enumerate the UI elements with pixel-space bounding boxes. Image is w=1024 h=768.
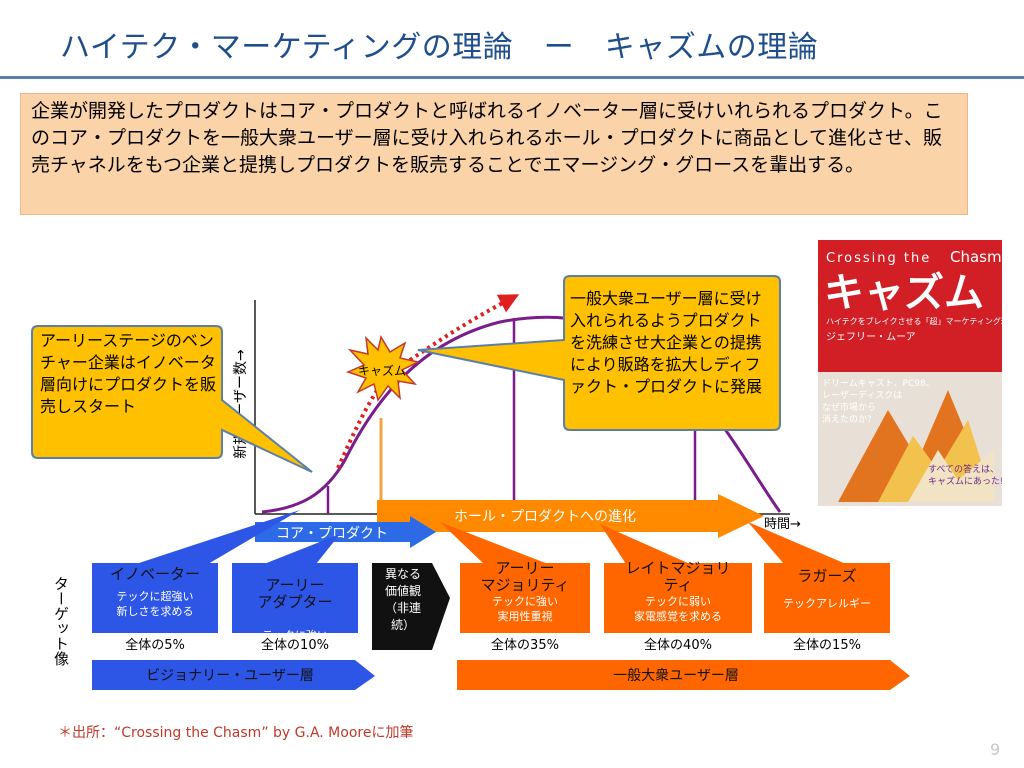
mass-label: 一般大衆ユーザー層: [613, 668, 739, 684]
whole-product-arrow: [377, 494, 764, 538]
book-tagline4: 消えたのか?: [822, 413, 872, 425]
connector-innovators: [136, 510, 300, 564]
page-title: ハイテク・マーケティングの理論 ー キャズムの理論: [60, 30, 819, 65]
book-tagline5: すべての答えは、: [928, 463, 999, 475]
book-line2: Chasm: [950, 248, 1002, 266]
share-laggards: 全体の15%: [793, 638, 861, 653]
book-tagline2: レーザーディスクは: [822, 389, 902, 401]
whole-product-label: ホール・プロダクトへの進化: [454, 509, 636, 525]
share-early-adopters: 全体の10%: [261, 638, 329, 653]
core-product-label: コア・プロダクト: [276, 526, 388, 542]
stage-innovators: イノベーター テックに超強い 新しさを求める: [92, 566, 218, 619]
stage-name: イノベーター: [109, 565, 200, 583]
title-rule: [0, 76, 1024, 79]
share-innovators: 全体の5%: [125, 638, 185, 653]
core-product-arrow: [255, 516, 436, 548]
share-late-majority: 全体の40%: [644, 638, 712, 653]
stage-box-early-majority: [460, 563, 590, 633]
callout-right-shape: [417, 275, 781, 431]
stage-laggards: ラガーズ テックアレルギー: [764, 568, 890, 612]
connector-laggards: [748, 522, 846, 564]
stage-name: アーリー マジョリティ: [480, 559, 570, 594]
stage-name: ラガーズ: [797, 567, 857, 585]
book-line1: Crossing the: [826, 251, 931, 266]
stage-box-late-majority: [604, 563, 752, 633]
connector-early-adopters: [264, 534, 340, 564]
book-cover-graphic: Crossing the Chasm キャズム ハイテクをブレイクさせる「超」マ…: [818, 240, 1017, 506]
book-tagline6: キャズムにあった!: [928, 475, 1002, 487]
gap-box-text: 異なる 価値観 （非連 続）: [384, 567, 421, 632]
stage-desc: テックに強い 変革を求める: [262, 629, 328, 657]
intro-box: 企業が開発したプロダクトはコア・プロダクトと呼ばれるイノベーター層に受けいれられ…: [20, 93, 968, 215]
callout-right-text: 一般大衆ユーザー層に受け入れられるようプロダクトを洗練させ大企業との提携により販…: [570, 289, 763, 396]
book-title: キャズム: [824, 270, 984, 316]
book-cover-image: Crossing the Chasm キャズム ハイテクをブレイクさせる「超」マ…: [818, 240, 1017, 506]
target-label: ターゲット像: [52, 576, 70, 666]
visionary-label: ビジョナリー・ユーザー層: [146, 668, 314, 684]
mass-arrow: [457, 660, 910, 690]
stage-name: アーリー アダプター: [257, 576, 333, 611]
stage-desc: テックに弱い 家電感覚を求める: [634, 595, 722, 623]
chasm-starburst: [345, 335, 421, 402]
visionary-arrow: [92, 660, 375, 690]
callout-left-text: アーリーステージのベンチャー企業はイノベータ層向けにプロダクトを販売しスタート: [40, 331, 217, 416]
callout-left-shape: [31, 325, 313, 473]
connector-early-majority: [440, 522, 548, 564]
book-author: ジェフリー・ムーア: [826, 331, 916, 343]
stage-box-innovators: [92, 563, 218, 633]
page-number: 9: [990, 740, 1001, 759]
stage-name: レイトマジョリ ティ: [625, 559, 731, 594]
stage-early-majority: アーリー マジョリティ テックに強い 実用性重視: [460, 560, 590, 624]
stage-box-early-adopters: [232, 563, 358, 633]
stage-desc: テックアレルギー: [783, 597, 871, 610]
source-footnote: ＊出所：“Crossing the Chasm” by G.A. Mooreに加…: [58, 725, 414, 741]
share-early-majority: 全体の35%: [491, 638, 559, 653]
chasm-label: キャズム: [358, 363, 406, 378]
stage-late-majority: レイトマジョリ ティ テックに弱い 家電感覚を求める: [604, 560, 752, 624]
stage-box-laggards: [764, 563, 890, 633]
gap-box: [372, 563, 450, 650]
stage-early-adopters: アーリー アダプター テックに強い 変革を求める: [232, 560, 358, 675]
book-subtitle: ハイテクをブレイクさせる「超」マーケティング理論: [826, 316, 1002, 326]
connector-late-majority: [600, 524, 690, 564]
book-tagline1: ドリームキャスト、PC98、: [822, 378, 935, 389]
stage-desc: テックに超強い 新しさを求める: [116, 590, 194, 618]
book-tagline3: なぜ市場から: [822, 401, 876, 413]
x-axis-label: 時間→: [764, 517, 801, 532]
stage-desc: テックに強い 実用性重視: [492, 595, 558, 623]
